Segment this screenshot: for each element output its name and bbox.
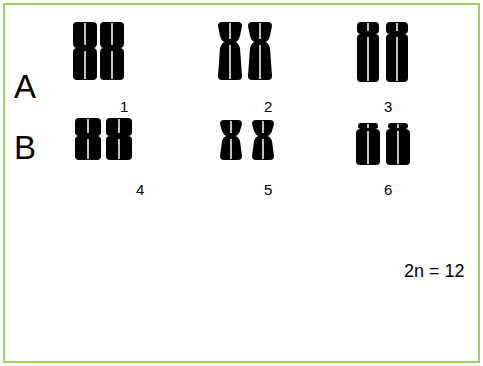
chromosome [248,22,272,80]
row-label: A [14,70,36,103]
pair-number: 1 [120,99,128,114]
chromosome-count-note: 2n = 12 [404,262,465,280]
pair-number: 6 [384,182,392,197]
chromosome [220,120,242,160]
chromosome [252,120,274,160]
chromosome [386,22,408,82]
row-label: B [14,131,36,164]
pair-number: 3 [384,99,392,114]
chromosome [218,22,242,80]
chromosome [100,22,124,80]
chromosome [356,123,380,165]
pair-number: 2 [264,99,272,114]
pair-number: 5 [264,182,272,197]
pair-number: 4 [136,182,144,197]
chromosome [106,118,132,160]
chromosome [75,118,101,160]
chromosome [386,123,410,165]
chromosome [357,22,379,82]
chromosome [73,22,97,80]
